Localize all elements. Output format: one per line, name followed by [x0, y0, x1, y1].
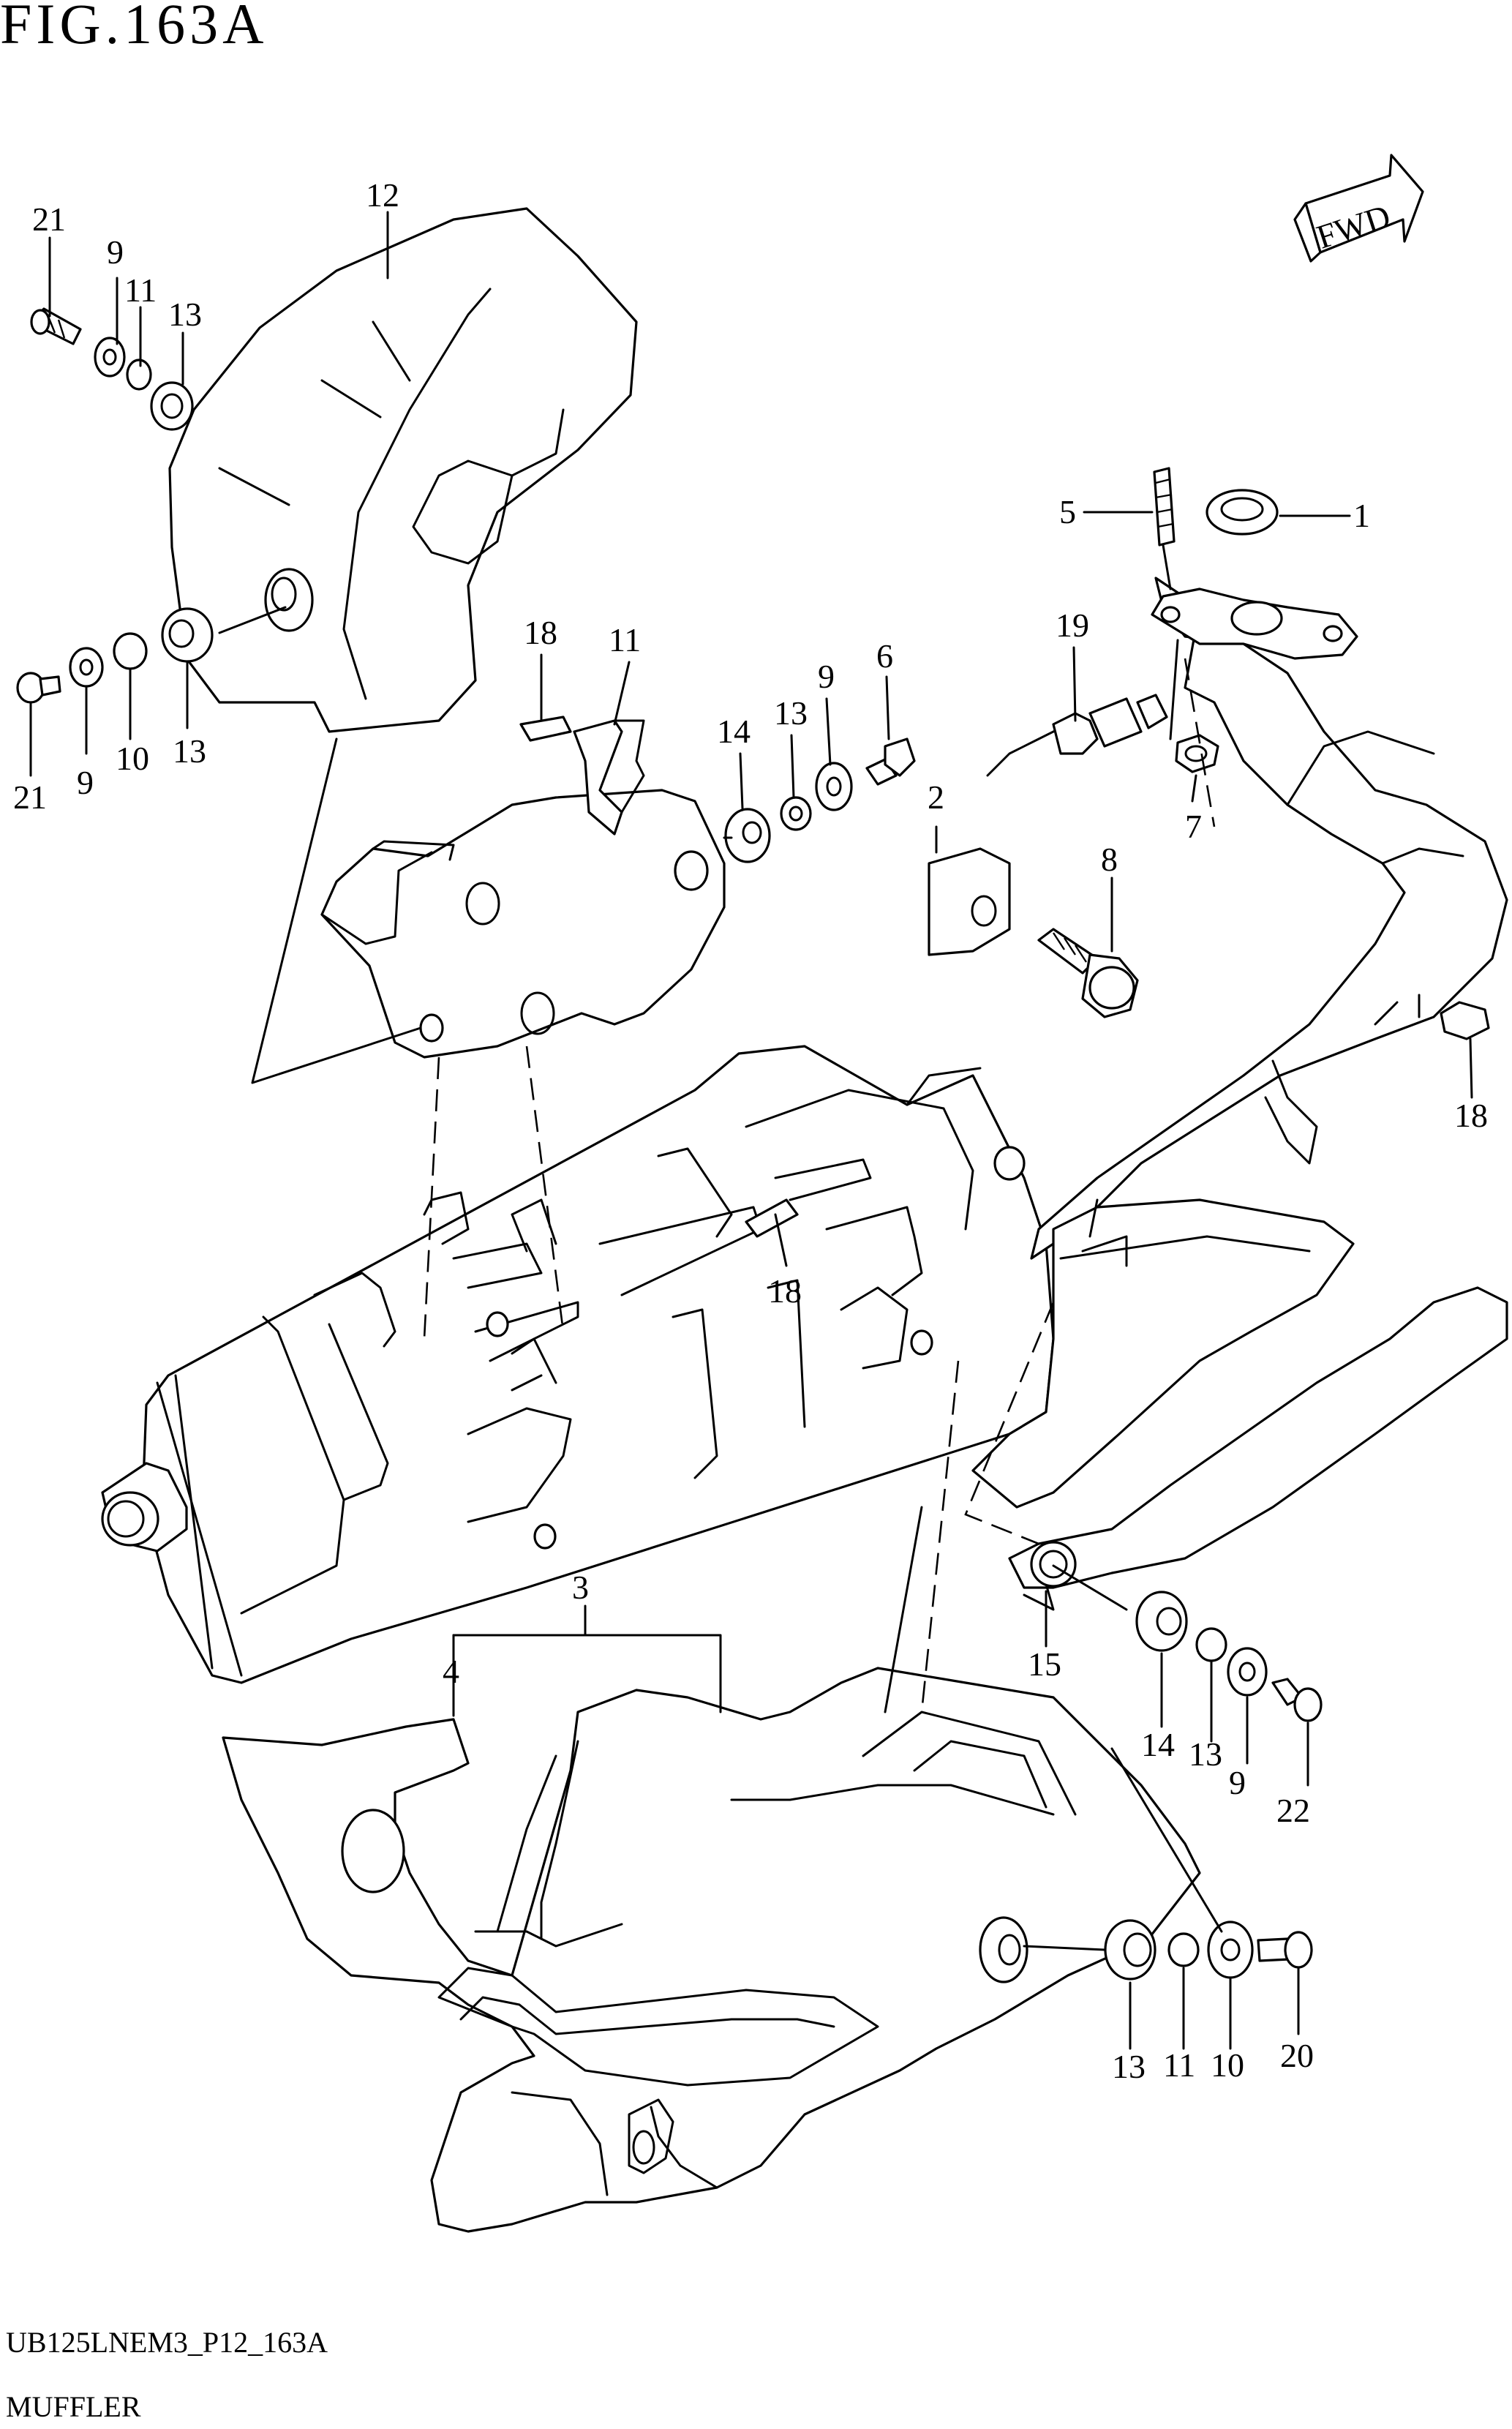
stud-and-gasket — [1153, 467, 1279, 773]
lower-right-bracket — [1008, 1286, 1508, 1611]
callout-1: 1 — [1353, 497, 1370, 534]
callout-19: 19 — [1056, 607, 1089, 644]
exhaust-pipe — [1030, 577, 1508, 1260]
callout-21: 21 — [32, 200, 66, 238]
callout-3: 3 — [572, 1569, 589, 1606]
diagram-code: UB125LNEM3_P12_163A — [6, 2326, 328, 2359]
clip-18-right — [1440, 1001, 1490, 1040]
callout-4: 4 — [443, 1653, 459, 1690]
callout-11: 11 — [124, 271, 157, 309]
callout-5: 5 — [1059, 493, 1076, 530]
callout-11: 10 — [116, 740, 149, 777]
reference-lines — [218, 544, 1223, 1951]
exhaust-flange — [1151, 587, 1358, 660]
callout-21: 21 — [13, 778, 47, 816]
callout-12: 13 — [1189, 1735, 1222, 1773]
callout-10: 9 — [1229, 1764, 1246, 1801]
clip-18-middle — [745, 1198, 799, 1238]
callout-14: 14 — [1141, 1726, 1175, 1763]
callout-12: 13 — [774, 694, 808, 732]
callout-numbers: 12 21 9 11 13 21 9 10 13 18 11 14 13 9 6… — [13, 176, 1488, 2085]
fastener-group-center — [724, 737, 916, 863]
callout-13: 13 — [173, 732, 206, 770]
callout-9: 9 — [107, 233, 124, 271]
lower-heat-shield — [222, 1667, 1201, 2233]
callout-11: 11 — [1163, 2046, 1195, 2084]
callout-15: 15 — [1028, 1645, 1061, 1683]
callout-13: 13 — [1112, 2048, 1146, 2085]
callout-13: 13 — [168, 296, 202, 333]
diagram-name: MUFFLER — [6, 2390, 141, 2423]
fastener-group-right — [1135, 1591, 1323, 1722]
callout-18: 18 — [524, 614, 557, 651]
callout-14: 14 — [717, 713, 751, 750]
callout-16: 11 — [609, 621, 641, 658]
callout-9: 9 — [818, 658, 835, 695]
fastener-group-middle — [16, 607, 214, 704]
figure-title: FIG.163A — [0, 0, 268, 56]
upper-heat-shield — [168, 207, 638, 733]
callout-20: 20 — [1280, 2037, 1314, 2074]
callout-9: 9 — [77, 764, 94, 801]
fwd-arrow-icon: FWD — [1293, 154, 1424, 263]
callout-22: 22 — [1276, 1792, 1310, 1829]
callout-10: 10 — [1211, 2046, 1244, 2084]
callout-2: 2 — [928, 778, 944, 816]
oxygen-sensor — [986, 694, 1168, 777]
callout-8: 7 — [1185, 808, 1202, 845]
callout-18: 18 — [1454, 1097, 1488, 1134]
leader-lines — [29, 211, 1473, 2050]
clip-18-upper — [519, 716, 572, 742]
clamp-16 — [573, 719, 623, 836]
callout-17: 12 — [366, 176, 399, 214]
bolt-7 — [1037, 928, 1139, 1018]
muffler-outlet — [101, 1462, 188, 1553]
callout-6: 6 — [876, 637, 893, 675]
callout-18: 18 — [768, 1272, 802, 1310]
fastener-group-lower — [979, 1916, 1313, 1983]
rear-muffler-guard — [971, 1198, 1355, 1509]
callout-7: 8 — [1101, 841, 1118, 878]
muffler-cover — [320, 719, 726, 1059]
fastener-group-upper — [30, 307, 194, 431]
muffler-body — [141, 847, 1055, 1684]
